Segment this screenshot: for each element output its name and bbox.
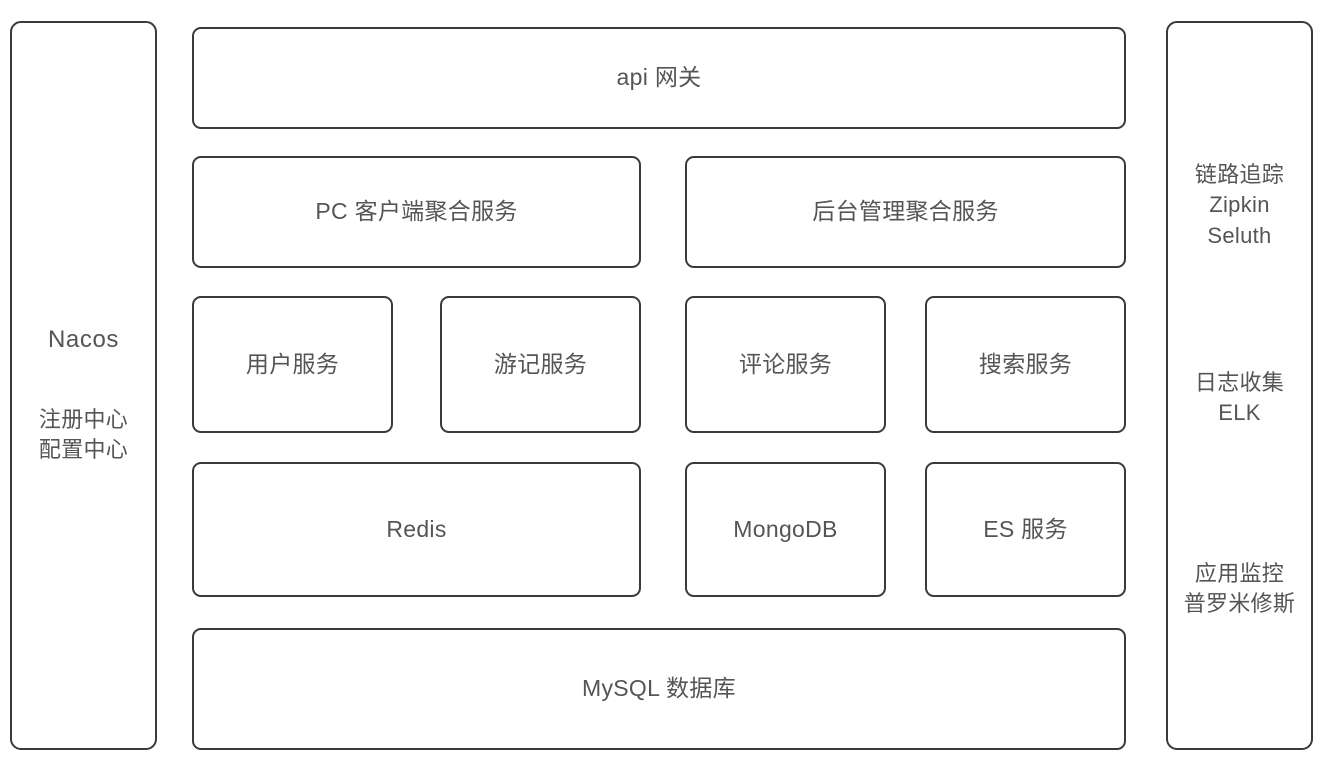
comment-service-box: 评论服务 [685, 296, 886, 433]
mysql-database-box: MySQL 数据库 [192, 628, 1126, 750]
es-service-box: ES 服务 [925, 462, 1126, 597]
logging-block: 日志收集 ELK [1194, 370, 1285, 426]
nacos-panel-subtitle: 注册中心 配置中心 [38, 407, 129, 463]
pc-client-aggregation-service-box: PC 客户端聚合服务 [192, 156, 641, 268]
nacos-panel-title: Nacos [47, 326, 120, 353]
nacos-panel: Nacos 注册中心 配置中心 [10, 21, 157, 750]
admin-aggregation-service-box: 后台管理聚合服务 [685, 156, 1126, 268]
travel-note-service-box: 游记服务 [440, 296, 641, 433]
monitoring-block: 应用监控 普罗米修斯 [1183, 561, 1296, 617]
observability-panel: 链路追踪 Zipkin Seluth 日志收集 ELK 应用监控 普罗米修斯 [1166, 21, 1313, 750]
api-gateway-box: api 网关 [192, 27, 1126, 129]
user-service-box: 用户服务 [192, 296, 393, 433]
tracing-block: 链路追踪 Zipkin Seluth [1194, 162, 1285, 248]
redis-box: Redis [192, 462, 641, 597]
search-service-box: 搜索服务 [925, 296, 1126, 433]
mongodb-box: MongoDB [685, 462, 886, 597]
